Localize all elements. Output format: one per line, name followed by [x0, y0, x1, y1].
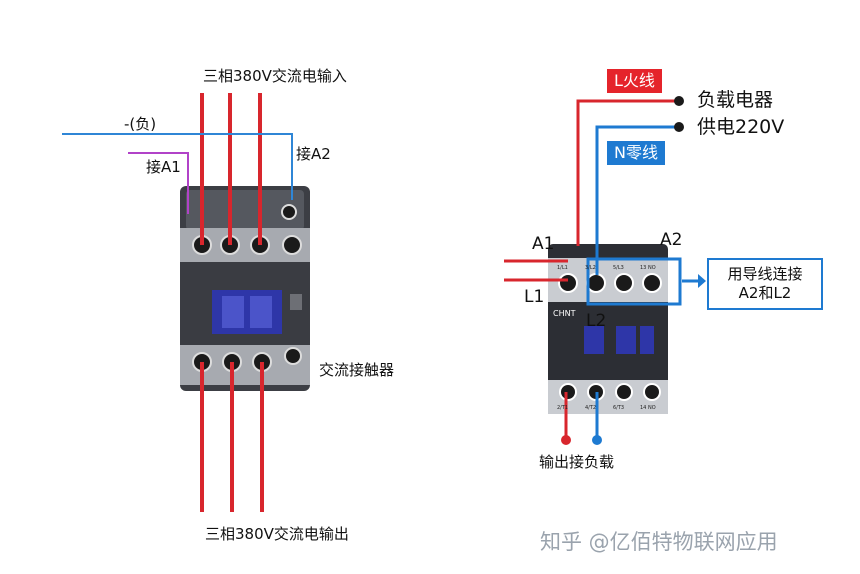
watermark: 知乎 @亿佰特物联网应用 — [540, 530, 778, 554]
connect-note-line1: 用导线连接 — [727, 265, 803, 283]
l2-label: L2 — [586, 311, 607, 331]
terminal-top-4: 13 NO — [640, 265, 656, 271]
l1-label: L1 — [524, 287, 545, 307]
live-wire-tag: L火线 — [607, 69, 662, 93]
terminal-bottom-2: 4/T2 — [585, 405, 596, 411]
input-title: 三相380V交流电输入 — [203, 67, 347, 85]
output-live-dot — [561, 435, 571, 445]
supply-label: 供电220V — [697, 116, 785, 138]
note-arrow — [682, 274, 706, 288]
connect-note: 用导线连接 A2和L2 — [707, 258, 823, 310]
a2-connect-label: 接A2 — [296, 145, 331, 163]
terminal-bottom-4: 14 NO — [640, 405, 656, 411]
load-terminal-dot — [674, 96, 684, 106]
coil-wire-a1 — [128, 152, 189, 214]
neutral-wire-tag: N零线 — [607, 141, 665, 165]
a2-label: A2 — [660, 230, 683, 250]
terminal-bottom-1: 2/T1 — [557, 405, 568, 411]
terminal-bottom-3: 6/T3 — [613, 405, 624, 411]
terminal-top-1: 1/L1 — [557, 265, 568, 271]
chnt-contactor-body — [548, 244, 668, 414]
supply-terminal-dot — [674, 122, 684, 132]
terminal-top-3: 5/L3 — [613, 265, 624, 271]
negative-label: -(负) — [124, 115, 157, 133]
live-wire — [576, 99, 677, 246]
contactor-label: 交流接触器 — [319, 361, 395, 379]
output-load-label: 输出接负载 — [539, 453, 615, 471]
terminal-top-2: 3/L2 — [585, 265, 596, 271]
a1-connect-label: 接A1 — [146, 158, 181, 176]
a1-label: A1 — [532, 234, 555, 254]
load-label: 负载电器 — [697, 89, 774, 111]
connect-note-line2: A2和L2 — [738, 283, 792, 302]
output-neutral-dot — [592, 435, 602, 445]
output-title: 三相380V交流电输出 — [205, 525, 349, 543]
brand-text: CHNT — [553, 309, 576, 318]
terminal-highlight-box — [586, 257, 682, 306]
neutral-wire — [595, 125, 677, 275]
neutral-wire-a2 — [62, 133, 293, 200]
